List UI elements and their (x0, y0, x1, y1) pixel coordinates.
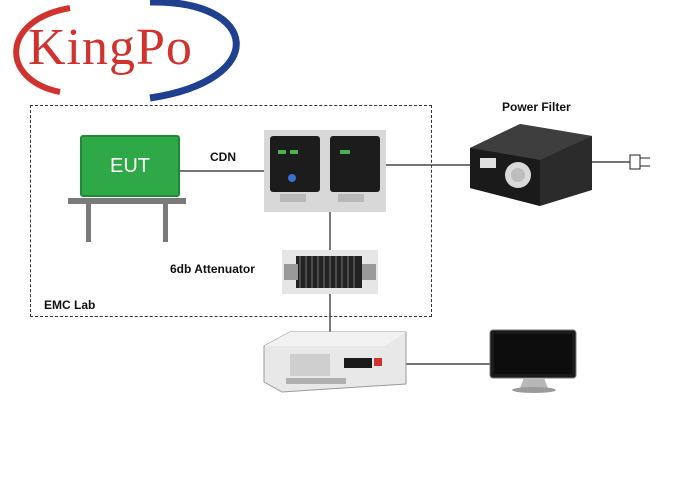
cdn-label: CDN (210, 150, 236, 164)
cdn-devices (264, 130, 386, 212)
eut-table-top (68, 198, 186, 204)
eut-box: EUT (80, 135, 180, 197)
eut-table-leg-right (163, 204, 168, 242)
logo-swoosh-red (13, 5, 71, 95)
eut-table-leg-left (86, 204, 91, 242)
power-filter-label: Power Filter (502, 100, 571, 114)
emc-lab-label: EMC Lab (44, 298, 96, 312)
eut-label: EUT (110, 154, 150, 177)
power-filter-device (470, 124, 592, 206)
logo-swoosh-blue (149, 0, 240, 102)
attenuator-label: 6db Attenuator (170, 262, 255, 276)
monitor-icon (489, 329, 577, 393)
logo-text: KingPo (28, 19, 193, 76)
power-plug-icon (629, 154, 650, 170)
emc-lab-boundary (30, 105, 432, 317)
signal-generator-device (263, 331, 407, 393)
attenuator-device (282, 250, 378, 294)
